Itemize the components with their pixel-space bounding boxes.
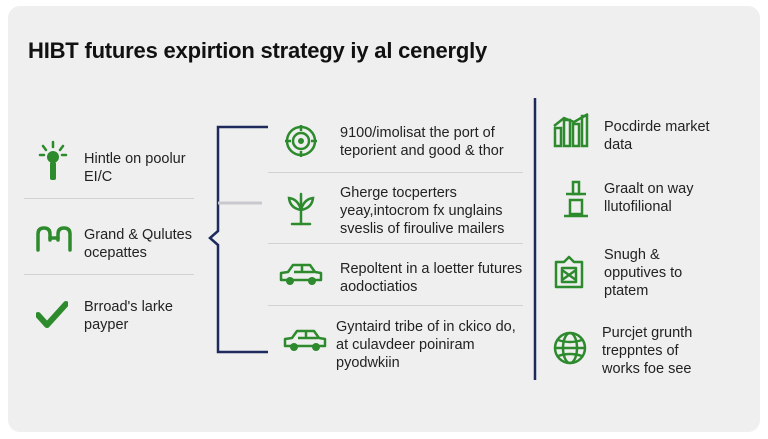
middle-divider-2 [268, 243, 523, 244]
handshake-icon [36, 226, 72, 252]
diagram-card [8, 6, 760, 432]
left-item-3-text: Brroad's larke payper [84, 299, 173, 333]
bar-chart-icon [553, 112, 589, 148]
left-divider-1 [24, 198, 194, 199]
right-item-4-text: Purcjet grunth treppntes of works foe se… [602, 325, 693, 377]
right-item-1-text: Pocdirde market data [604, 119, 710, 153]
left-divider-2 [24, 274, 194, 275]
page-title: HIBT futures expirtion strategy iy al ce… [28, 38, 488, 63]
target-icon [285, 125, 317, 157]
plant-icon [287, 192, 315, 226]
document-icon [554, 255, 584, 289]
right-item-3-text: Snugh & opputives to ptatem [604, 247, 683, 299]
car-icon [283, 329, 327, 351]
checkmark-icon [36, 301, 68, 328]
middle-divider-1 [268, 172, 523, 173]
middle-item-2-text: Gherge tocperters yeay,intocrom fx ungla… [340, 185, 505, 237]
globe-icon [553, 331, 587, 365]
middle-divider-3 [268, 305, 523, 306]
bracket-connector [208, 125, 268, 354]
middle-item-1-text: 9100/imolisat the port of teporient and … [340, 125, 504, 159]
middle-item-3-text: Repoltent in a loetter futures aodoctiat… [340, 261, 523, 295]
right-item-2-text: Graalt on way llutofilional [604, 181, 694, 215]
middle-item-4-text: Gyntaird tribe of in ckico do, at culavd… [336, 319, 516, 371]
lightbulb-icon [38, 140, 68, 180]
car-icon [279, 263, 323, 285]
left-item-1-text: Hintle on poolur EI/C [84, 151, 186, 185]
left-item-2-text: Grand & Qulutes ocepattes [84, 227, 192, 261]
funnel-icon [564, 180, 588, 218]
